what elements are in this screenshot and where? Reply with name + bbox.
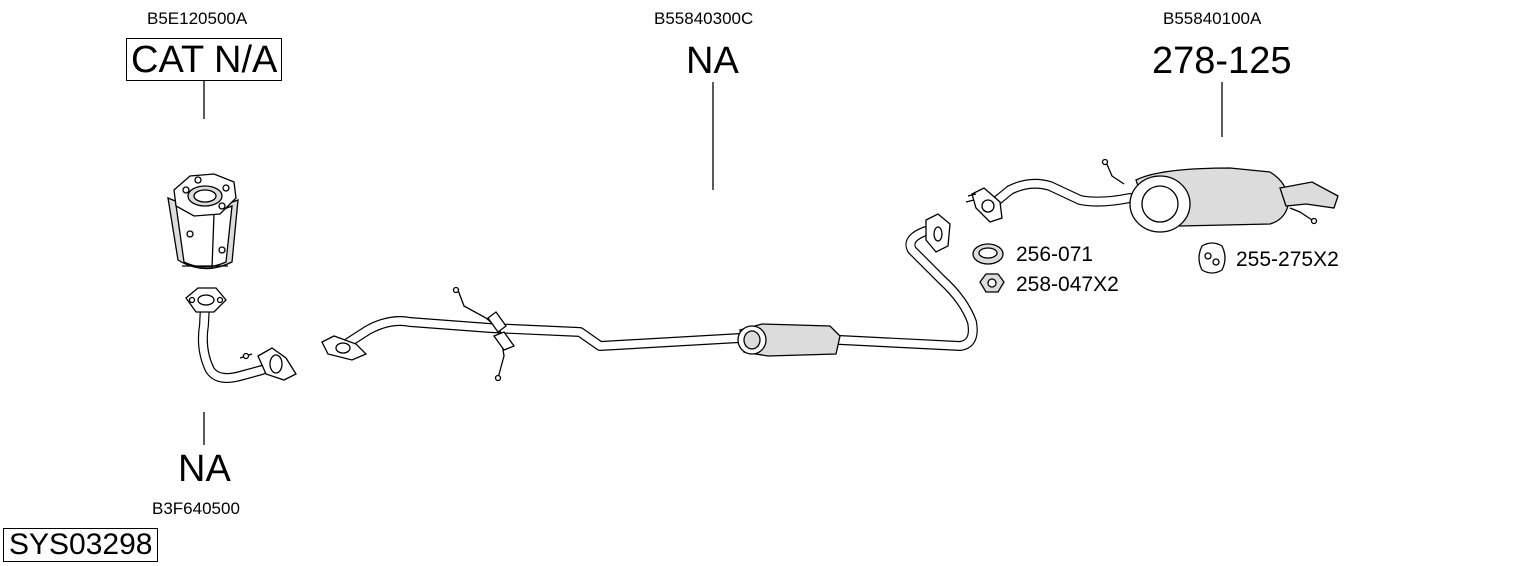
catalytic-converter-drawing [167,173,239,270]
gasket-ring-icon [972,243,1004,265]
accessory-label-hanger: 255-275X2 [1236,248,1339,271]
centre-section-drawing [321,213,978,382]
front-pipe-oe-code: B3F640500 [152,499,240,518]
catalytic-part-number: CAT N/A [126,38,283,81]
front-pipe-part-number: NA [178,448,231,490]
diagram-id: SYS03298 [3,528,159,562]
rear-silencer-part-number: 278-125 [1152,40,1292,82]
rubber-hanger-icon [1198,242,1226,274]
centre-section-oe-code: B55840300C [654,9,754,28]
catalytic-oe-code: B5E120500A [147,9,248,28]
accessory-label-gasket: 256-071 [1016,243,1094,266]
accessory-label-nut: 258-047X2 [1016,273,1119,296]
rear-silencer-oe-code: B55840100A [1163,9,1262,28]
front-pipe-drawing [185,287,297,383]
centre-section-part-number: NA [686,40,739,82]
rear-silencer-drawing [965,158,1339,233]
hex-nut-icon [979,273,1005,293]
